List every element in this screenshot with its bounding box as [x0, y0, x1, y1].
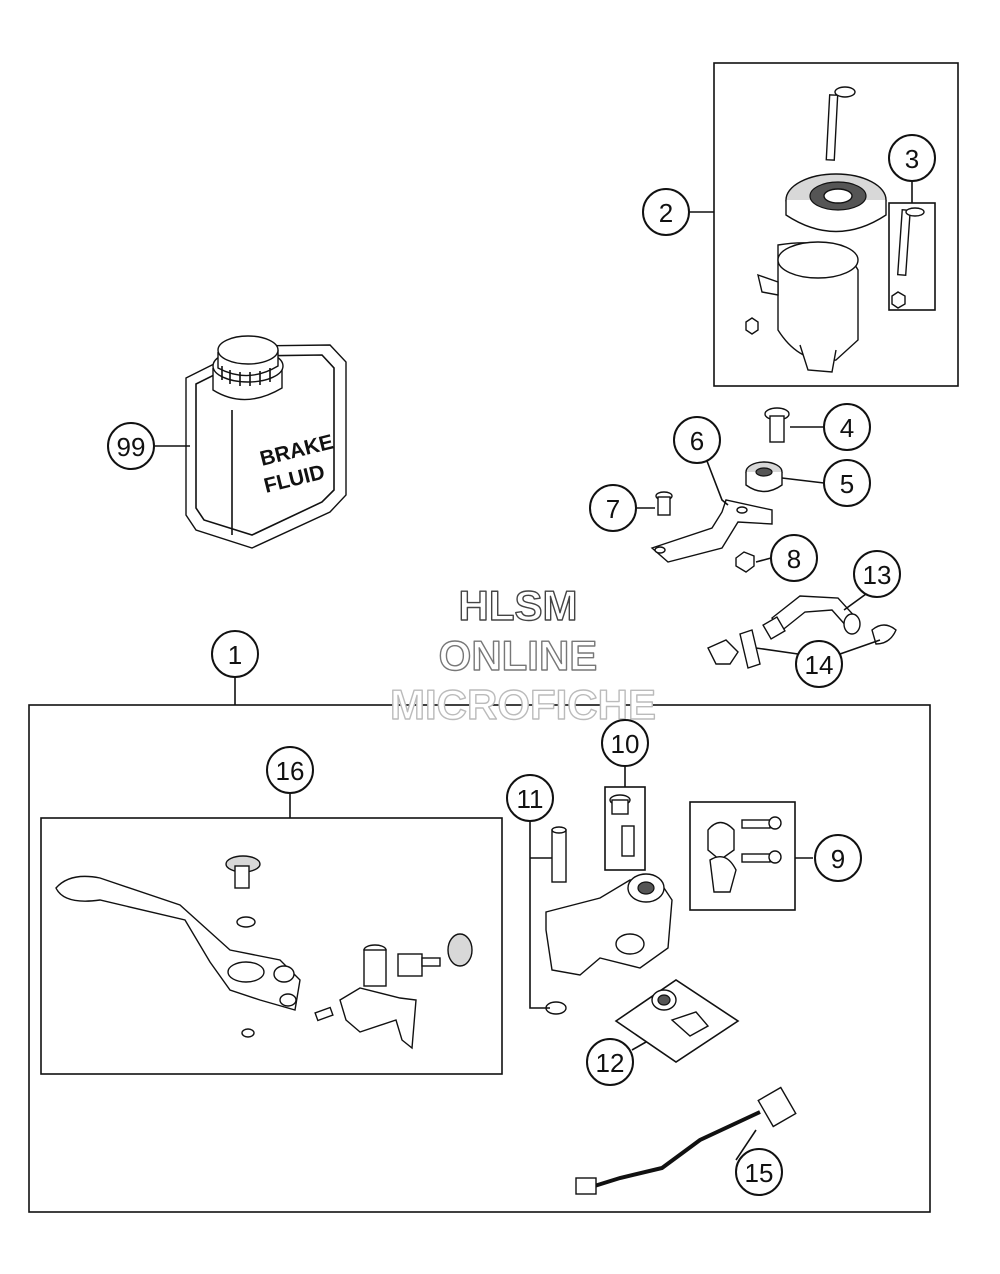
lever-group-box — [40, 817, 503, 1075]
switch-cable — [575, 1086, 797, 1195]
callout-2-label: 2 — [659, 198, 673, 228]
callout-11-label: 11 — [517, 784, 544, 814]
callout-6-label: 6 — [690, 426, 704, 456]
callout-4-label: 4 — [840, 413, 854, 443]
callout-2: 2 — [642, 188, 690, 236]
callout-13: 13 — [853, 550, 901, 598]
callout-14: 14 — [795, 640, 843, 688]
callout-14-label: 14 — [805, 650, 834, 680]
clamp-group-box-9 — [689, 801, 796, 911]
callout-99-label: 99 — [117, 432, 146, 462]
callout-12: 12 — [586, 1038, 634, 1086]
callout-7: 7 — [589, 484, 637, 532]
callout-8-label: 8 — [787, 544, 801, 574]
callout-9-label: 9 — [831, 844, 845, 874]
callout-5: 5 — [823, 459, 871, 507]
watermark-line2: ONLINE — [439, 632, 598, 679]
watermark: HLSM ONLINE MICROFICHE — [389, 581, 656, 728]
master-cylinder-body — [545, 794, 782, 1037]
callout-4: 4 — [823, 403, 871, 451]
leader-lines — [154, 181, 913, 1161]
callout-16: 16 — [266, 746, 314, 794]
callout-7-label: 7 — [606, 494, 620, 524]
callout-9: 9 — [814, 834, 862, 882]
callout-11: 11 — [506, 774, 554, 822]
callout-1-label: 1 — [228, 640, 242, 670]
callout-8: 8 — [770, 534, 818, 582]
callout-10-label: 10 — [611, 729, 640, 759]
callout-12-label: 12 — [596, 1048, 625, 1078]
callout-10: 10 — [601, 719, 649, 767]
callout-1: 1 — [211, 630, 259, 678]
callout-6: 6 — [673, 416, 721, 464]
brake-fluid-can: BRAKE FLUID — [185, 335, 347, 549]
reservoir-group-box — [713, 62, 959, 387]
lever-assembly — [55, 855, 473, 1050]
watermark-line3: MICROFICHE — [390, 681, 656, 728]
callout-5-label: 5 — [840, 469, 854, 499]
callout-3: 3 — [888, 134, 936, 182]
callout-99: 99 — [107, 422, 155, 470]
watermark-line1: HLSM — [459, 582, 578, 629]
callout-15-label: 15 — [745, 1158, 774, 1188]
callout-3-label: 3 — [905, 144, 919, 174]
hose-assembly — [707, 595, 897, 669]
callout-13-label: 13 — [863, 560, 892, 590]
bracket-assembly — [650, 407, 790, 573]
callout-15: 15 — [735, 1148, 783, 1196]
master-cylinder-group-box — [28, 704, 931, 1213]
callout-16-label: 16 — [276, 756, 305, 786]
reservoir-assembly — [745, 86, 925, 373]
